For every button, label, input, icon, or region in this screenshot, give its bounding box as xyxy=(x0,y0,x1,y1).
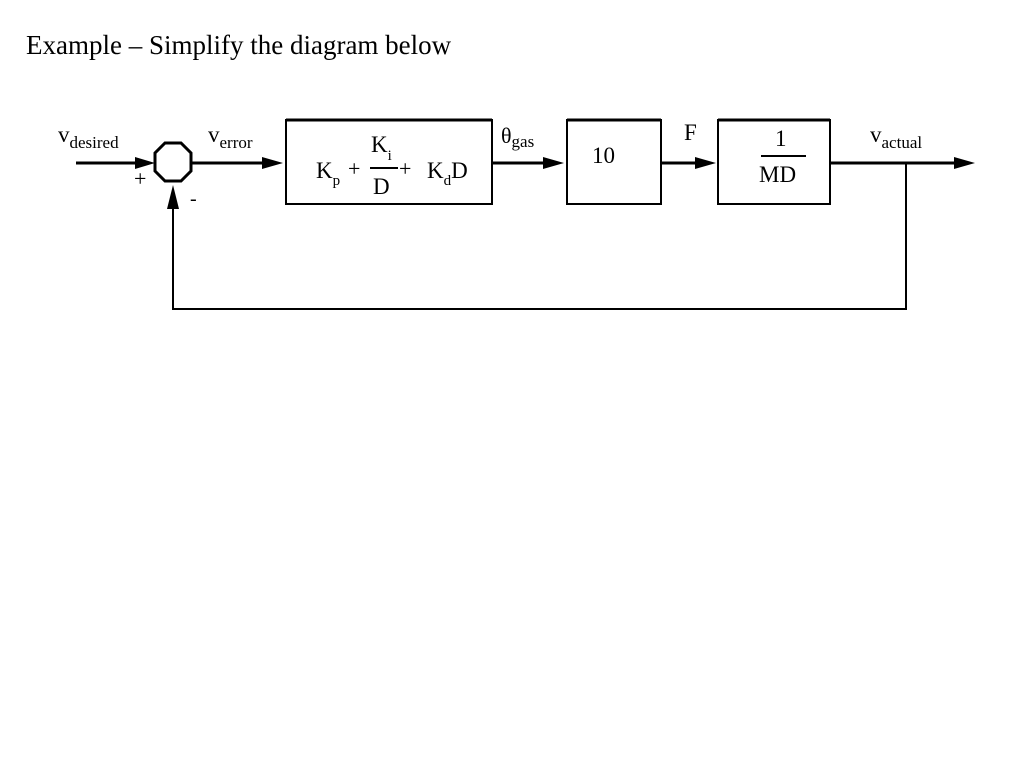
minus-sign: - xyxy=(190,188,197,210)
force-arrowhead xyxy=(695,157,716,169)
input-arrowhead xyxy=(135,157,155,169)
force-label: F xyxy=(684,120,697,145)
theta-arrowhead xyxy=(543,157,564,169)
error-arrowhead xyxy=(262,157,283,169)
output-arrowhead xyxy=(954,157,975,169)
v-desired-label: vdesired xyxy=(58,122,119,152)
plant-denominator: MD xyxy=(759,162,796,187)
v-error-label: verror xyxy=(208,122,253,152)
plus-operator-1: + xyxy=(348,156,360,181)
theta-gas-label: θgas xyxy=(501,123,534,151)
feedback-path xyxy=(172,163,907,310)
ki-denominator: D xyxy=(373,174,390,199)
v-actual-label: vactual xyxy=(870,122,922,152)
plant-numerator: 1 xyxy=(775,126,787,151)
plus-operator-2: + xyxy=(399,156,411,181)
controller-block xyxy=(285,119,493,205)
ki-numerator: Ki xyxy=(371,132,392,164)
plus-sign: + xyxy=(134,166,146,191)
plant-block xyxy=(717,119,831,205)
slide-title: Example – Simplify the diagram below xyxy=(26,30,452,60)
kp-term: Kp xyxy=(316,158,340,189)
summing-junction xyxy=(153,141,193,183)
gain-value: 10 xyxy=(592,143,615,168)
kd-term: KdD xyxy=(427,158,468,189)
feedback-arrowhead xyxy=(167,185,179,209)
